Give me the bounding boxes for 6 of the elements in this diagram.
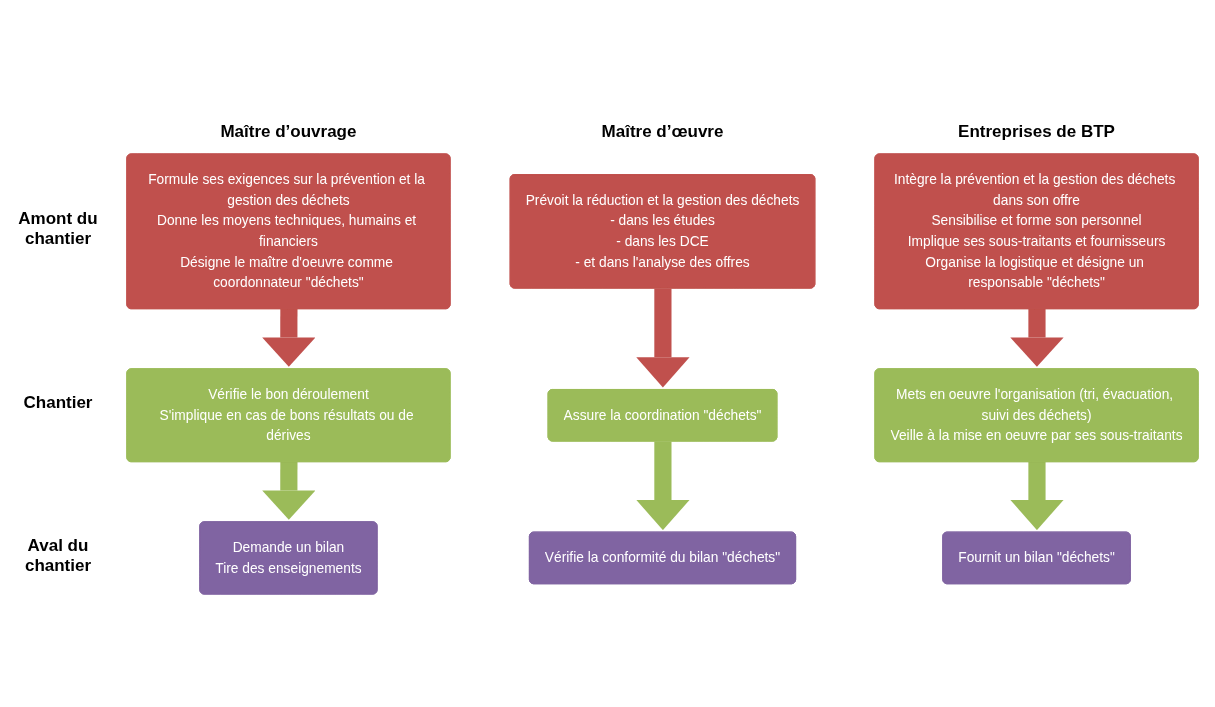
row-heading: Aval du chantier [23,535,93,576]
row-heading: Chantier [22,393,94,414]
row-heading: Amont du chantier [17,209,99,250]
column-heading: Maître d’ouvrage [219,121,358,142]
column-heading: Maître d’œuvre [600,121,725,142]
column-heading: Entreprises de BTP [957,121,1116,142]
